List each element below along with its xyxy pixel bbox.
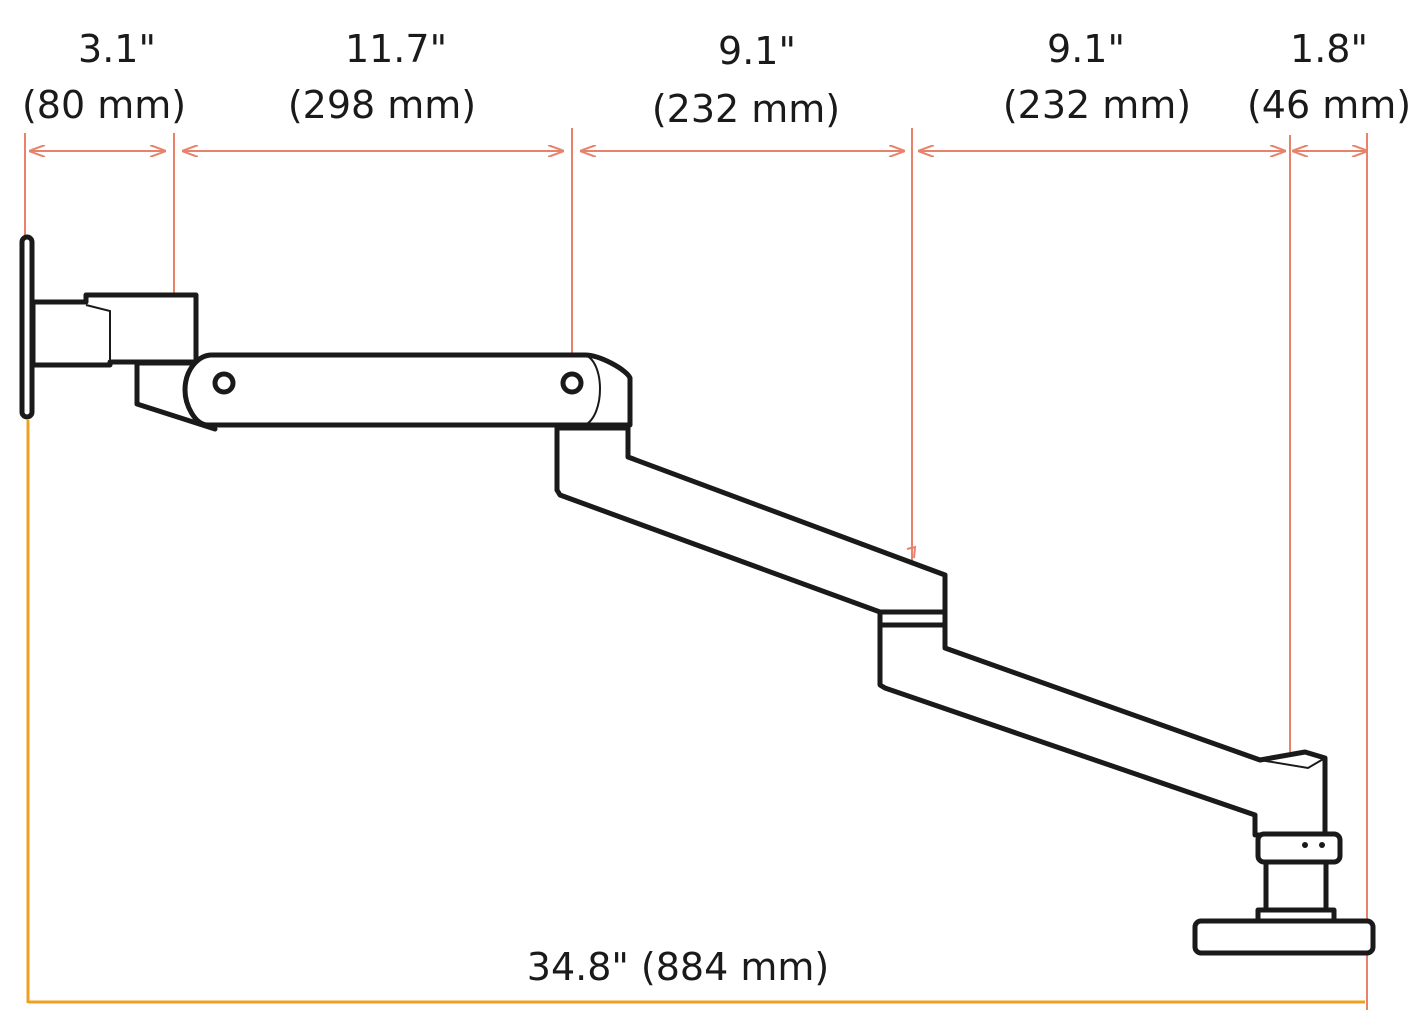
mounting-post	[1263, 859, 1329, 915]
extension-lines	[24, 128, 1368, 1010]
desk-clamp-base	[1192, 918, 1376, 956]
dimension-labels: 3.1" (80 mm) 11.7" (298 mm) 9.1" (232 mm…	[22, 27, 1411, 131]
total-length-label: 34.8" (884 mm)	[527, 945, 829, 989]
vesa-connector	[30, 292, 199, 368]
pivot-bolt-right	[560, 371, 584, 395]
segment-2-mm-label: (298 mm)	[288, 83, 476, 127]
segment-2-inch-label: 11.7"	[345, 27, 447, 71]
segment-3-mm-label: (232 mm)	[652, 87, 840, 131]
lower-arm-segment	[877, 622, 1328, 838]
middle-arm-segment	[554, 425, 948, 628]
collar-dot-1	[1302, 842, 1308, 848]
monitor-arm	[19, 234, 1376, 956]
segment-1-inch-label: 3.1"	[78, 27, 156, 71]
segment-3-inch-label: 9.1"	[718, 29, 796, 73]
collar-dot-2	[1319, 842, 1325, 848]
upper-arm-rounded-end	[584, 354, 601, 426]
upper-arm-segment	[182, 352, 633, 428]
segment-4-inch-label: 9.1"	[1047, 27, 1125, 71]
lower-arm-end-detail	[1259, 757, 1326, 770]
extension-tick	[906, 545, 917, 559]
post-collar	[1255, 831, 1343, 865]
segment-5-inch-label: 1.8"	[1290, 27, 1368, 71]
vesa-connector-detail	[85, 304, 111, 362]
total-dimension: 34.8" (884 mm)	[26, 420, 1365, 1004]
pivot-bolt-left	[212, 371, 236, 395]
segment-1-mm-label: (80 mm)	[22, 83, 186, 127]
segment-4-mm-label: (232 mm)	[1003, 83, 1191, 127]
segment-5-mm-label: (46 mm)	[1247, 83, 1411, 127]
